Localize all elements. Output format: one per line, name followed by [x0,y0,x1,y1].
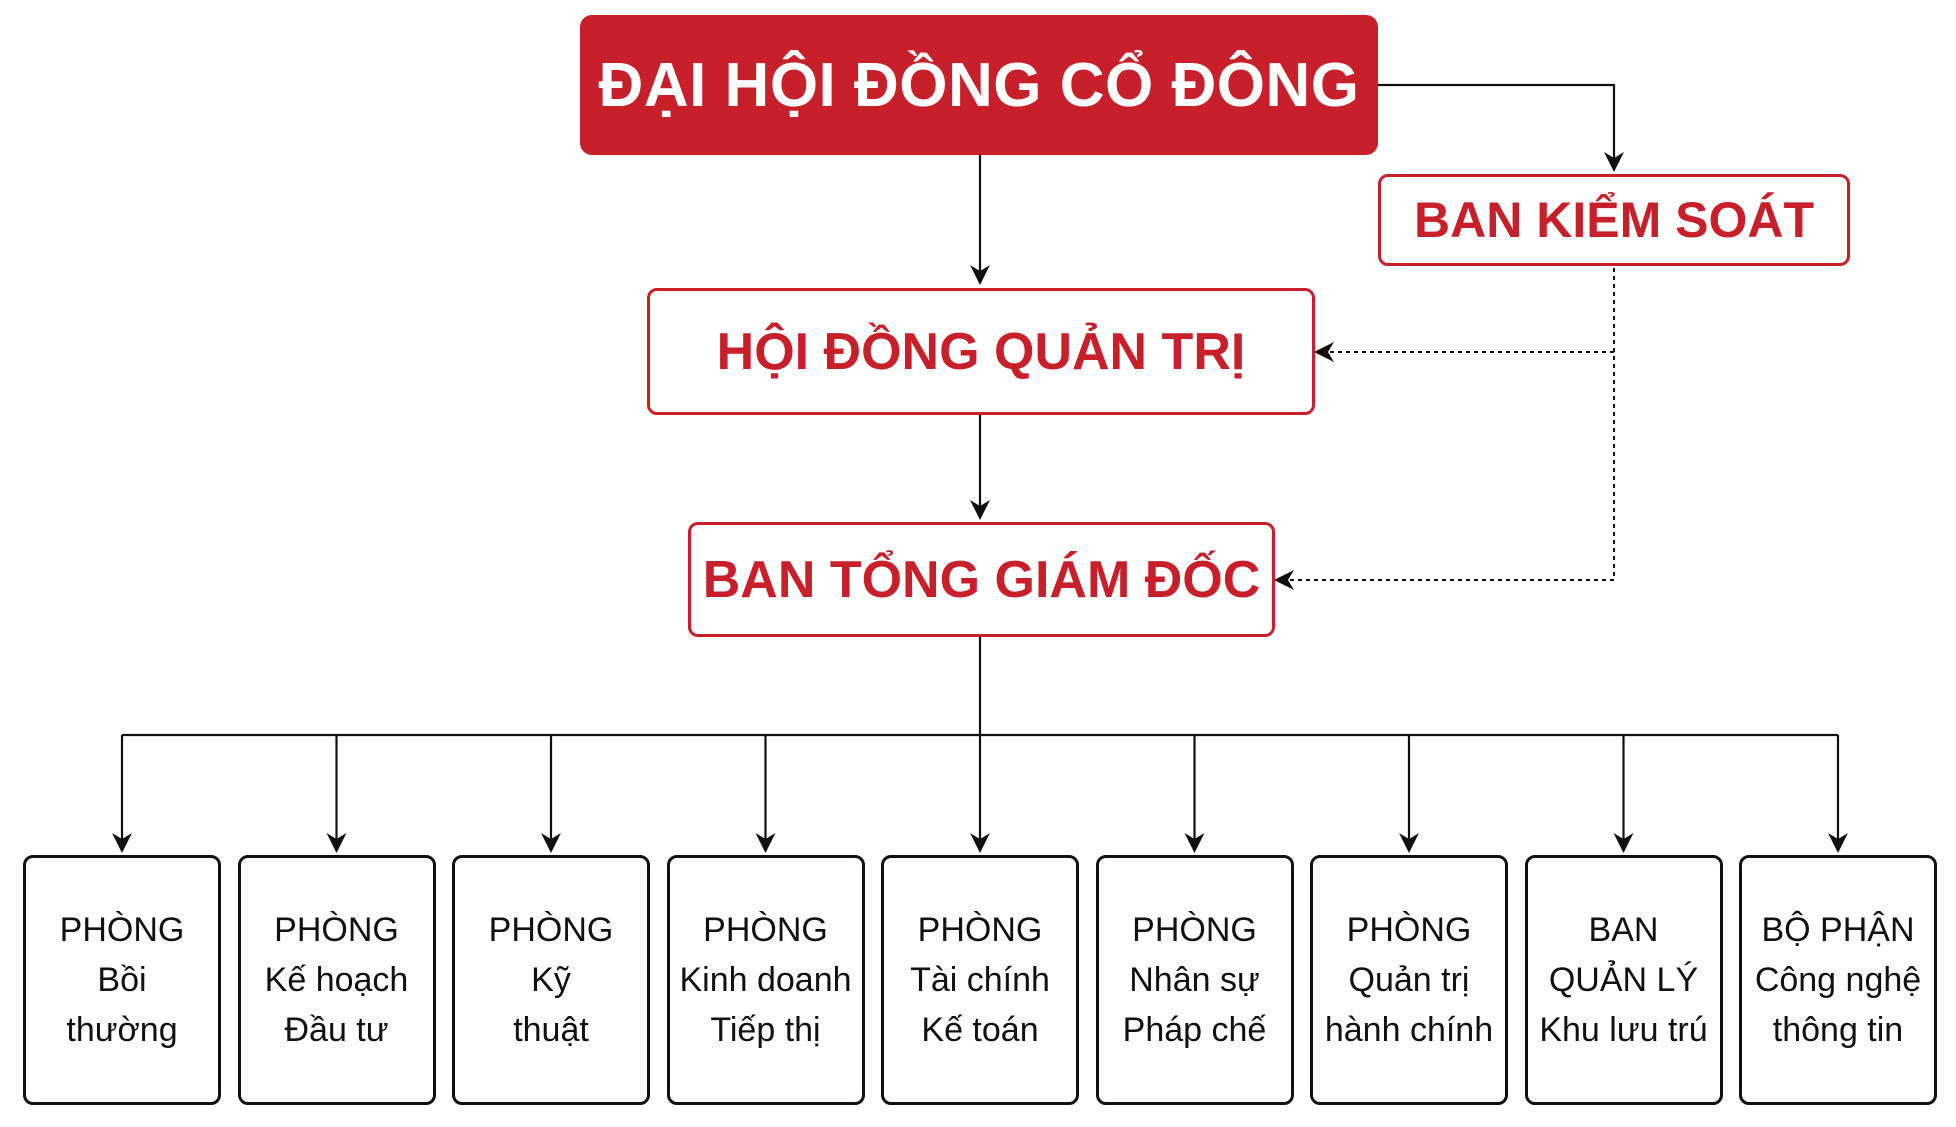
connector-shareholders-supervisory [1378,83,1624,172]
department-box: PHÒNG Kỹ thuật [452,855,650,1105]
department-label-line3: Khu lưu trú [1539,1011,1708,1049]
department-label-line2: Công nghệ [1754,961,1922,999]
department-box: BAN QUẢN LÝ Khu lưu trú [1524,855,1723,1105]
department-box: BỘ PHẬN Công nghệ thông tin [1739,855,1937,1105]
department-box: PHÒNG Bồi thường [23,855,221,1105]
shareholders-label: ĐẠI HỘI ĐỒNG CỔ ĐÔNG [598,50,1360,120]
department-label-line3: hành chính [1324,1011,1494,1049]
executive-label: BAN TỔNG GIÁM ĐỐC [702,550,1261,609]
department-box: PHÒNG Nhân sự Pháp chế [1095,855,1294,1105]
department-label-line3: Kế toán [921,1011,1039,1049]
department-label-line1: PHÒNG [703,911,828,949]
department-box: PHÒNG Tài chính Kế toán [881,855,1079,1105]
department-label-line1: PHÒNG [59,911,185,949]
department-label-line2: Nhân sự [1129,961,1260,999]
department-label-line3: Đầu tư [284,1011,389,1049]
board-box: HỘI ĐỒNG QUẢN TRỊ [647,288,1315,415]
department-label-line1: PHÒNG [1346,911,1472,949]
department-label-line2: Kinh doanh [679,961,852,999]
department-label-line1: PHÒNG [917,911,1043,949]
department-label-line2: Quản trị [1348,961,1470,999]
department-label-line1: BỘ PHẬN [1761,911,1915,949]
department-label-line3: thường [66,1011,178,1049]
supervisory-box: BAN KIỂM SOÁT [1378,174,1850,266]
department-label-line2: Kế hoạch [264,961,409,999]
department-label-line3: Pháp chế [1122,1011,1267,1049]
shareholders-box: ĐẠI HỘI ĐỒNG CỔ ĐÔNG [580,15,1378,155]
department-label-line2: Tài chính [910,961,1050,999]
department-label-line2: Bồi [97,961,147,999]
department-label-line1: PHÒNG [488,911,614,949]
department-label-line1: PHÒNG [1132,911,1257,949]
department-label-line3: thuật [513,1011,589,1049]
department-label-line1: PHÒNG [274,911,399,949]
department-label-line1: BAN [1588,911,1659,949]
supervisory-label: BAN KIỂM SOÁT [1414,192,1814,248]
department-label-line3: Tiếp thị [710,1011,821,1049]
department-box: PHÒNG Quản trị hành chính [1310,855,1508,1105]
department-label-line3: thông tin [1772,1011,1904,1049]
department-label-line2: Kỹ [531,961,571,999]
executive-box: BAN TỔNG GIÁM ĐỐC [688,522,1275,637]
department-label-line2: QUẢN LÝ [1548,961,1699,999]
board-label: HỘI ĐỒNG QUẢN TRỊ [716,322,1246,381]
